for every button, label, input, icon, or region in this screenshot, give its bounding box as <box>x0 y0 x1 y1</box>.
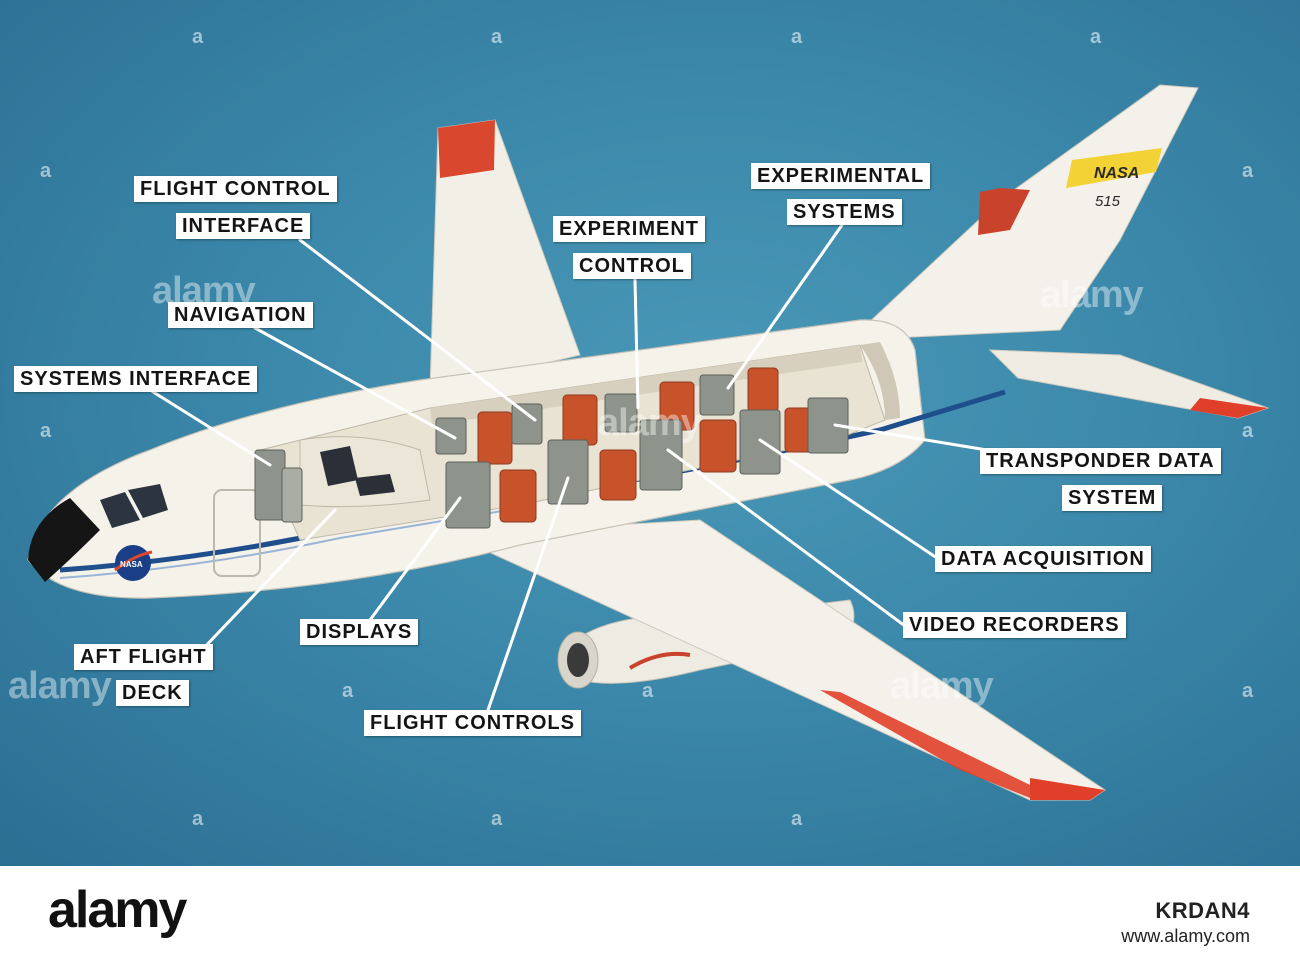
watermark-mark: a <box>342 680 354 702</box>
label-aft-flight-deck-line1: AFT FLIGHT <box>74 644 213 670</box>
label-transponder-data-system-line1: TRANSPONDER DATA <box>980 448 1221 474</box>
vertical-tail: NASA 515 <box>848 84 1199 341</box>
watermark-mark: a <box>40 160 52 182</box>
horizontal-stabilizer <box>988 349 1270 419</box>
watermark-mark: a <box>1090 26 1102 48</box>
footer-bar: alamy KRDAN4 www.alamy.com <box>0 866 1300 956</box>
watermark-brand: alamy <box>890 665 994 707</box>
label-video-recorders: VIDEO RECORDERS <box>903 612 1126 638</box>
seats <box>477 367 814 523</box>
watermark-mark: a <box>1242 680 1254 702</box>
label-experiment-control-line1: EXPERIMENT <box>553 216 706 242</box>
far-wing <box>429 119 581 391</box>
watermark-mark: a <box>1242 160 1254 182</box>
label-flight-control-interface-line1: FLIGHT CONTROL <box>134 176 337 202</box>
footer-image-id: KRDAN4 <box>1155 898 1250 923</box>
footer-logo: alamy <box>48 881 187 939</box>
watermark-mark: a <box>491 26 503 48</box>
label-aft-flight-deck-line2: DECK <box>116 680 189 706</box>
watermark-mark: a <box>192 26 204 48</box>
label-experimental-systems-line2: SYSTEMS <box>787 199 902 225</box>
equipment-racks <box>254 374 849 529</box>
watermark-brand: alamy <box>8 665 112 707</box>
label-transponder-data-system-line2: SYSTEM <box>1062 485 1163 511</box>
watermark-brand: alamy <box>1040 274 1144 316</box>
tail-nasa-logo: NASA <box>1094 165 1139 182</box>
aircraft-illustration: NASA 515 <box>27 84 1270 801</box>
diagram-canvas: NASA 515 <box>0 0 1300 866</box>
watermark-mark: a <box>40 420 52 442</box>
label-systems-interface: SYSTEMS INTERFACE <box>14 366 258 392</box>
watermark-mark: a <box>791 26 803 48</box>
label-navigation: NAVIGATION <box>168 302 313 328</box>
watermark-mark: a <box>1242 420 1254 442</box>
footer-url: www.alamy.com <box>1121 926 1250 946</box>
label-experiment-control-line2: CONTROL <box>573 253 691 279</box>
tail-number: 515 <box>1095 193 1121 210</box>
watermark-mark: a <box>791 808 803 830</box>
nose-nasa-logo: NASA <box>120 560 143 569</box>
label-experimental-systems-line1: EXPERIMENTAL <box>751 163 931 189</box>
watermark-brand: alamy <box>598 402 702 444</box>
label-flight-control-interface-line2: INTERFACE <box>176 213 311 239</box>
watermark-mark: a <box>192 808 204 830</box>
watermark-mark: a <box>491 808 503 830</box>
watermark-mark: a <box>642 680 654 702</box>
label-flight-controls: FLIGHT CONTROLS <box>364 710 581 736</box>
label-data-acquisition: DATA ACQUISITION <box>935 546 1151 572</box>
label-displays: DISPLAYS <box>300 619 419 645</box>
